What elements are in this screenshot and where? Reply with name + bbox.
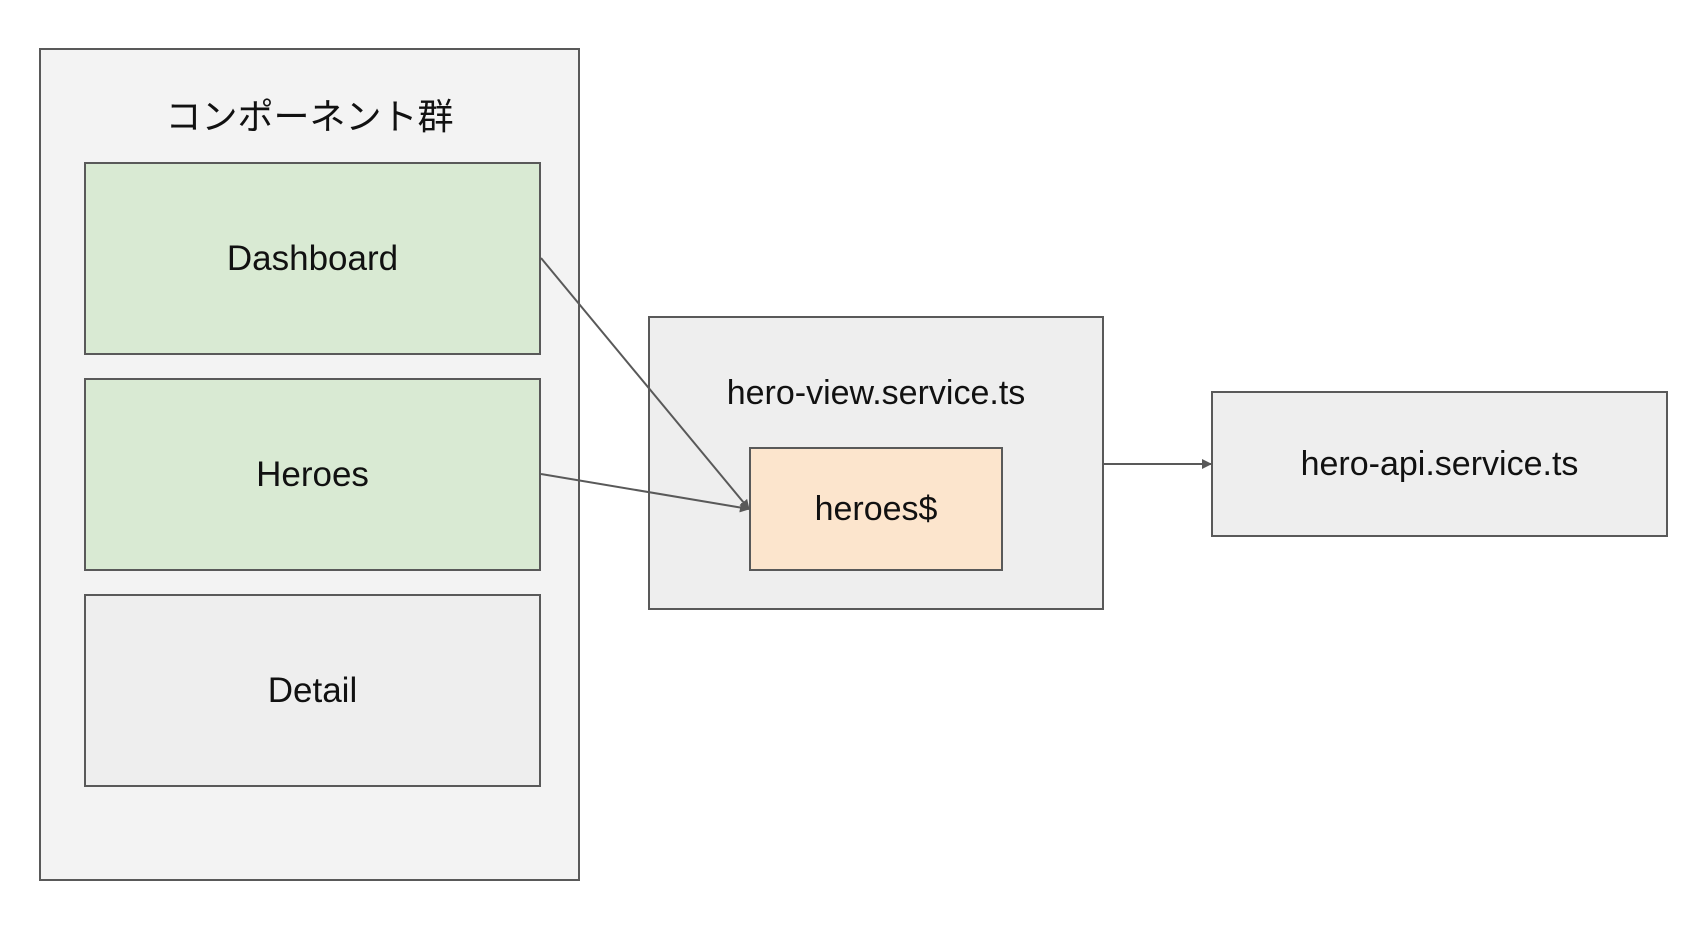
component-group-title: コンポーネント群 (165, 97, 454, 138)
detail-label: Detail (267, 670, 358, 710)
dashboard-component-node: Dashboard (84, 162, 541, 355)
heroes-label: Heroes (256, 454, 369, 494)
detail-component-node: Detail (84, 594, 541, 787)
hero-api-service-title: hero-api.service.ts (1300, 444, 1579, 483)
heroes-stream-node: heroes$ (749, 447, 1003, 571)
heroes-stream-label: heroes$ (814, 489, 938, 528)
hero-api-service-node: hero-api.service.ts (1211, 391, 1668, 537)
dashboard-label: Dashboard (226, 238, 399, 278)
hero-view-service-title: hero-view.service.ts (726, 374, 1026, 412)
heroes-component-node: Heroes (84, 378, 541, 571)
